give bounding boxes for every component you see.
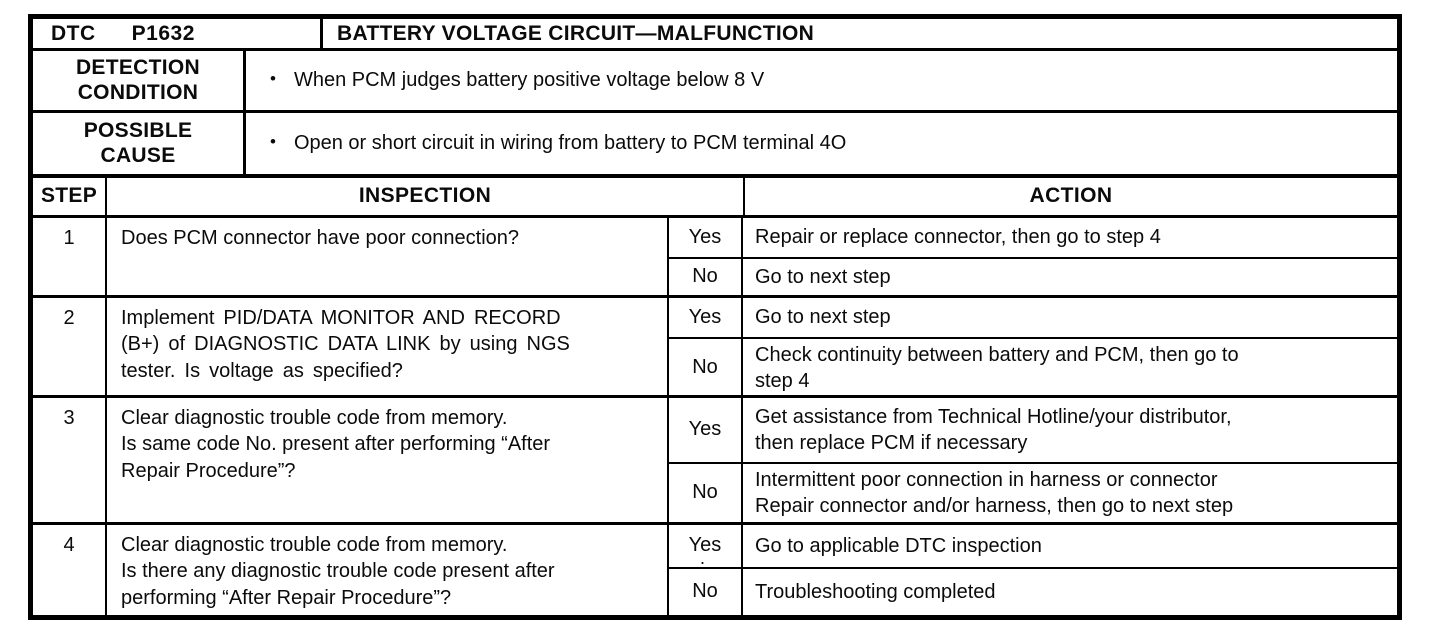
yes-label: Yes [669,524,743,569]
column-header-step: STEP [33,177,107,215]
detection-condition-text: When PCM judges battery positive voltage… [293,68,765,91]
table-row-step-3: 3 Clear diagnostic trouble code from mem… [33,394,1397,522]
yes-action-text: Get assistance from Technical Hotline/yo… [755,405,1232,454]
inspection-text: Clear diagnostic trouble code from memor… [107,397,669,522]
detection-condition-label: DETECTION CONDITION [33,51,246,110]
possible-cause-text: Open or short circuit in wiring from bat… [293,131,847,154]
yes-action-text: Go to next step [755,306,891,329]
step-3-actions: Yes Get assistance from Technical Hotlin… [669,397,1397,522]
detection-condition-row: DETECTION CONDITION • When PCM judges ba… [33,48,1397,110]
step-1-actions: Yes Repair or replace connector, then go… [669,217,1397,295]
yes-label: Yes [669,397,743,462]
step-4-actions: Yes Go to applicable DTC inspection No T… [669,524,1397,615]
dtc-code: P1632 [131,21,195,45]
dtc-label: DTC [51,21,96,45]
dtc-title-cell: BATTERY VOLTAGE CIRCUIT—MALFUNCTION [323,19,1397,48]
inspection-text: Does PCM connector have poor connection? [107,217,669,295]
no-label: No [669,338,743,397]
bullet-icon: • [270,69,276,89]
no-label: No [669,463,743,522]
step-number: 3 [33,397,107,522]
table-column-header-row: STEP INSPECTION ACTION [33,173,1397,215]
dtc-title: BATTERY VOLTAGE CIRCUIT—MALFUNCTION [337,21,815,45]
dtc-header-row: DTC P1632 BATTERY VOLTAGE CIRCUIT—MALFUN… [33,19,1397,49]
dtc-troubleshooting-table: DTC P1632 BATTERY VOLTAGE CIRCUIT—MALFUN… [28,14,1402,620]
no-branch-row: No Go to next step [669,256,1397,295]
dtc-code-cell: DTC P1632 [33,19,323,49]
no-branch-row: No Intermittent poor connection in harne… [669,461,1397,522]
step-2-actions: Yes Go to next step No Check continuity … [669,297,1397,397]
no-action-text: Check continuity between battery and PCM… [755,343,1239,392]
yes-action-text: Repair or replace connector, then go to … [755,226,1161,249]
detection-condition-content: • When PCM judges battery positive volta… [246,51,1397,109]
table-row-step-1: 1 Does PCM connector have poor connectio… [33,214,1397,295]
step-number: 1 [33,217,107,295]
yes-branch-row: Yes Repair or replace connector, then go… [669,217,1397,257]
yes-branch-row: Yes Go to applicable DTC inspection [669,524,1397,569]
no-label: No [669,568,743,615]
possible-cause-content: • Open or short circuit in wiring from b… [246,113,1397,174]
no-branch-row: No Check continuity between battery and … [669,336,1397,397]
no-branch-row: No Troubleshooting completed [669,566,1397,615]
yes-action-text: Go to applicable DTC inspection [755,534,1042,557]
possible-cause-label: POSSIBLE CAUSE [33,112,246,174]
yes-label: Yes [669,217,743,257]
no-action-text: Troubleshooting completed [755,580,996,603]
yes-branch-row: Yes Get assistance from Technical Hotlin… [669,397,1397,462]
yes-label: Yes [669,297,743,337]
inspection-text: Clear diagnostic trouble code from memor… [107,524,669,615]
yes-branch-row: Yes Go to next step [669,297,1397,337]
column-header-action: ACTION [1029,184,1113,208]
possible-cause-row: POSSIBLE CAUSE • Open or short circuit i… [33,109,1397,174]
no-action-text: Intermittent poor connection in harness … [755,468,1234,517]
table-row-step-4: 4 Clear diagnostic trouble code from mem… [33,521,1397,615]
column-header-inspection: INSPECTION [107,177,745,215]
no-action-text: Go to next step [755,265,891,288]
table-row-step-2: 2 Implement PID/DATA MONITOR AND RECORD … [33,294,1397,397]
step-number: 2 [33,297,107,395]
step-number: 4 [33,524,107,615]
bullet-icon: • [270,132,276,152]
no-label: No [669,258,743,295]
inspection-text: Implement PID/DATA MONITOR AND RECORD (B… [107,297,669,395]
